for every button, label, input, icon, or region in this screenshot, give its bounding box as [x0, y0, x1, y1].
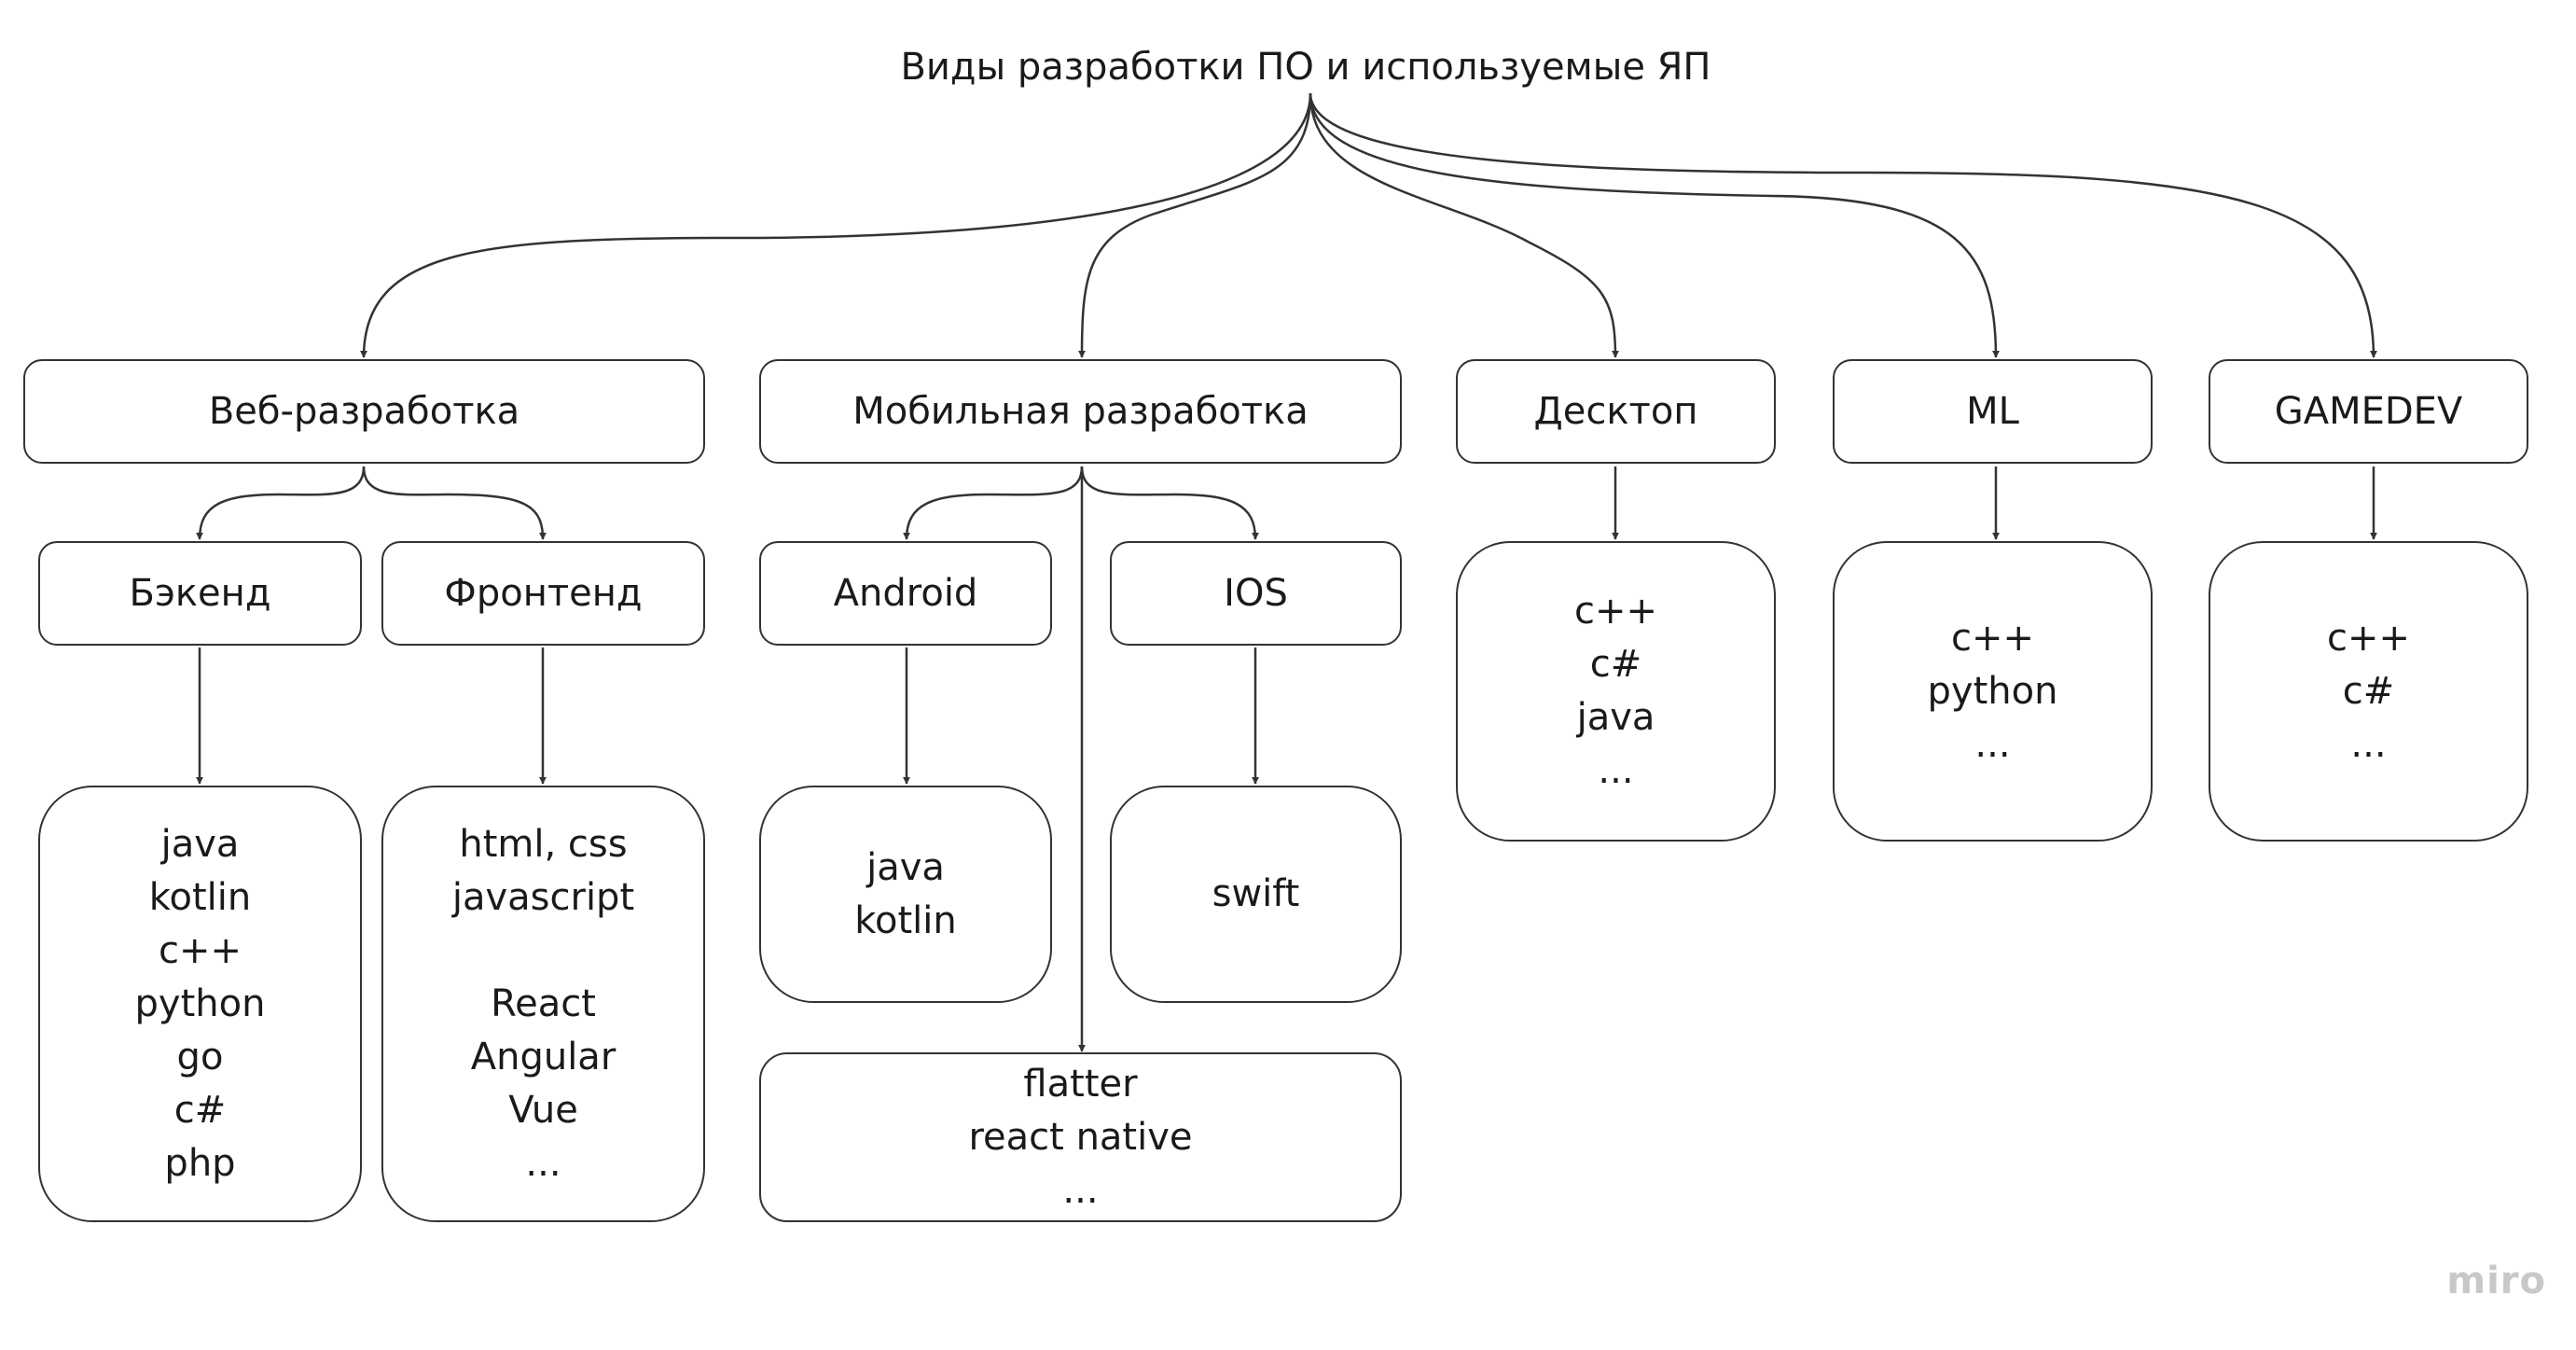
language-item: react native	[968, 1115, 1193, 1159]
edge-root-mobile	[1078, 92, 1312, 358]
language-item: java	[160, 822, 240, 866]
language-item: javascript	[451, 875, 635, 919]
language-item: ...	[1598, 749, 1634, 792]
subcategory-android: Android	[759, 541, 1052, 646]
language-item: java	[866, 845, 945, 889]
language-item: ...	[1062, 1168, 1099, 1212]
subcategory-ios: IOS	[1110, 541, 1402, 646]
subcategory-backend: Бэкенд	[38, 541, 362, 646]
edge-web-frontend	[362, 466, 547, 540]
category-gamedev: GAMEDEV	[2209, 359, 2528, 464]
subcategory-backend-label: Бэкенд	[129, 571, 271, 615]
category-mobile-label: Мобильная разработка	[852, 389, 1309, 433]
languages-frontend: html, css javascript React Angular Vue .…	[381, 786, 705, 1222]
language-item: ...	[525, 1141, 561, 1185]
subcategory-frontend-label: Фронтенд	[444, 571, 643, 615]
language-item: c++	[1573, 590, 1658, 633]
language-item: php	[164, 1141, 236, 1185]
language-item: c#	[1589, 643, 1642, 686]
language-item: html, css	[459, 822, 628, 866]
category-gamedev-label: GAMEDEV	[2274, 389, 2463, 433]
category-ml: ML	[1833, 359, 2153, 464]
category-desktop-label: Десктоп	[1533, 389, 1698, 433]
languages-gamedev: c++ c# ...	[2209, 541, 2528, 842]
language-item: go	[176, 1035, 224, 1079]
language-item: python	[134, 981, 266, 1025]
language-item: swift	[1212, 872, 1300, 915]
edge-root-ml	[1309, 92, 2000, 358]
category-desktop: Десктоп	[1456, 359, 1776, 464]
language-item: Angular	[470, 1035, 616, 1079]
language-item: kotlin	[148, 875, 252, 919]
language-item: kotlin	[854, 898, 957, 942]
languages-crossplatform: flatter react native ...	[759, 1052, 1402, 1222]
subcategory-ios-label: IOS	[1224, 571, 1288, 615]
edge-mobile-android	[903, 466, 1084, 540]
miro-watermark: miro	[2446, 1260, 2546, 1302]
language-item: c#	[173, 1088, 227, 1132]
language-item: ...	[2350, 722, 2387, 766]
language-item: ...	[1974, 722, 2011, 766]
language-item: python	[1927, 669, 2058, 713]
language-item: c#	[2342, 669, 2395, 713]
languages-ml: c++ python ...	[1833, 541, 2153, 842]
edge-root-web	[360, 92, 1312, 358]
language-item: React	[491, 981, 596, 1025]
subcategory-frontend: Фронтенд	[381, 541, 705, 646]
category-ml-label: ML	[1966, 389, 2019, 433]
language-item: java	[1576, 696, 1655, 739]
category-web: Веб-разработка	[23, 359, 705, 464]
category-mobile: Мобильная разработка	[759, 359, 1402, 464]
edge-root-desktop	[1309, 92, 1619, 358]
languages-ios: swift	[1110, 786, 1402, 1003]
category-web-label: Веб-разработка	[208, 389, 520, 433]
language-item: c++	[2326, 616, 2411, 660]
edge-root-gamedev	[1309, 92, 2377, 358]
subcategory-android-label: Android	[833, 571, 978, 615]
language-item: Vue	[508, 1088, 578, 1132]
edge-mobile-ios	[1080, 466, 1259, 540]
edge-web-backend	[196, 466, 366, 540]
language-item: c++	[158, 928, 242, 972]
language-item: c++	[1950, 616, 2034, 660]
diagram-title: Виды разработки ПО и используемые ЯП	[900, 46, 1711, 89]
language-item: flatter	[1023, 1062, 1138, 1106]
languages-android: java kotlin	[759, 786, 1052, 1003]
languages-backend: java kotlin c++ python go c# php	[38, 786, 362, 1222]
languages-desktop: c++ c# java ...	[1456, 541, 1776, 842]
